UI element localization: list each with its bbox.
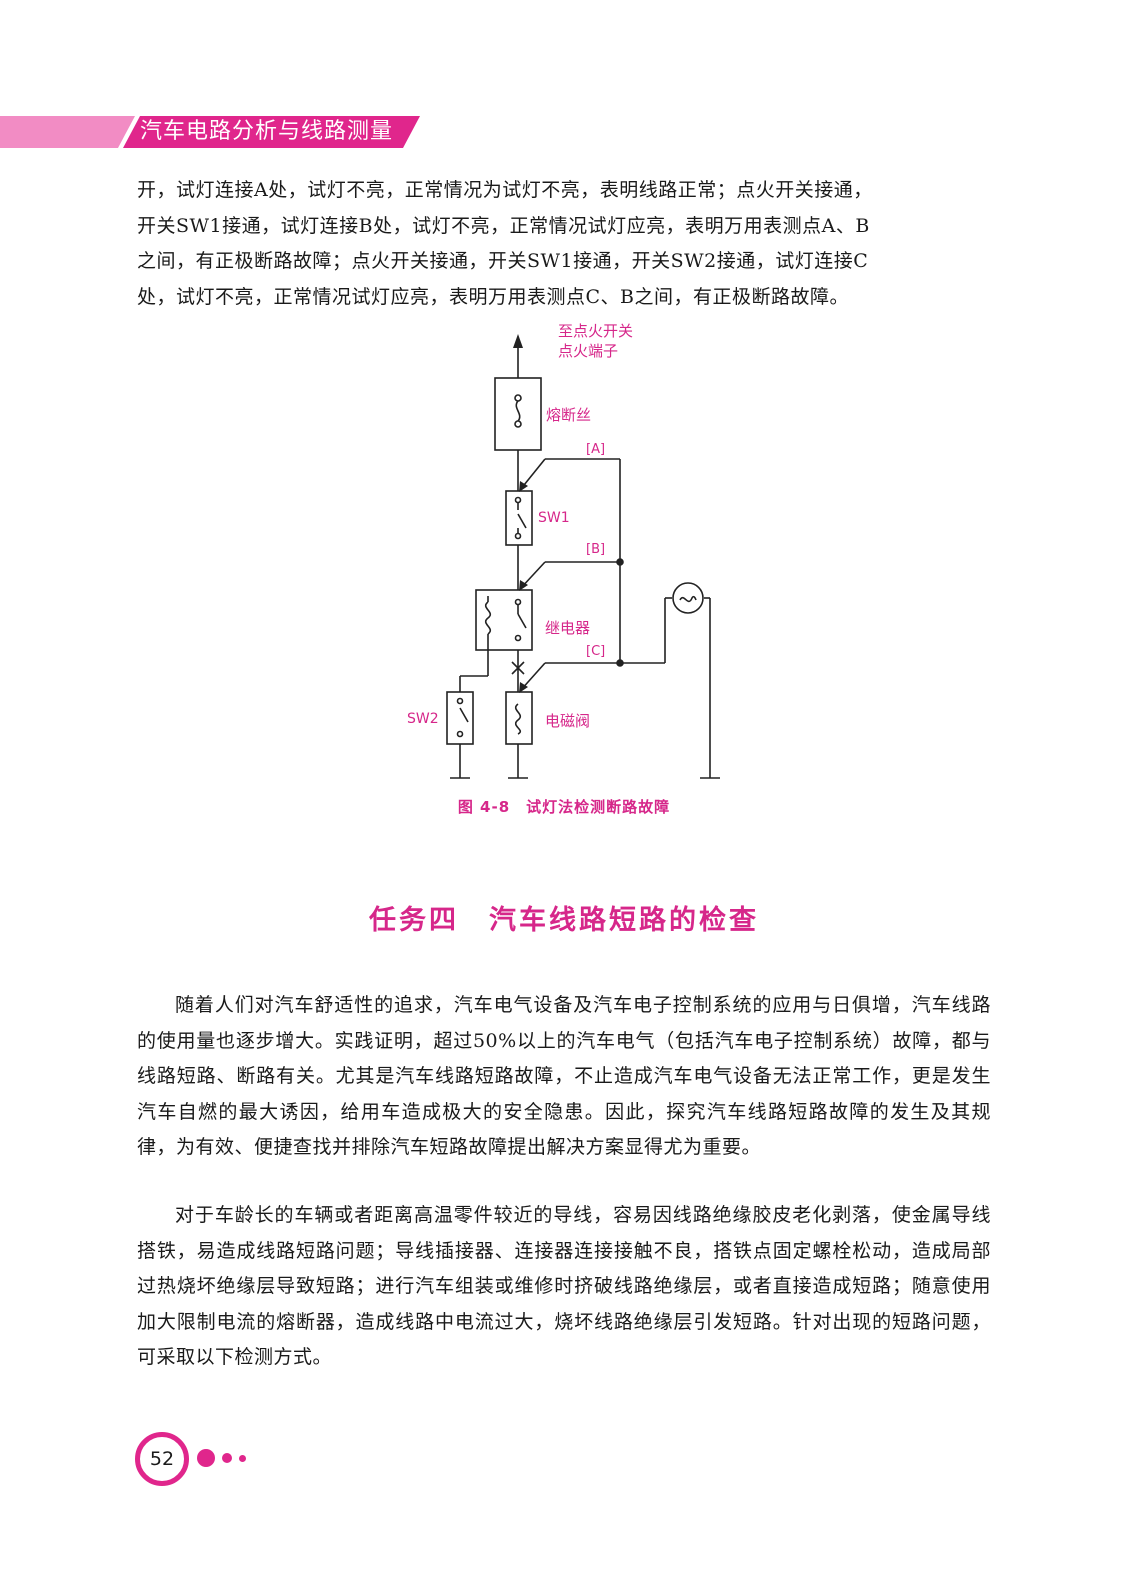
running-header-band	[0, 116, 420, 148]
decorative-dot-small	[239, 1455, 246, 1462]
label-solenoid-valve: 电磁阀	[545, 712, 591, 730]
page-number-badge: 52	[135, 1432, 255, 1488]
running-header-title: 汽车电路分析与线路测量	[140, 119, 394, 144]
decorative-dot-large	[197, 1449, 215, 1467]
paragraph-line: 处，试灯不亮，正常情况试灯应亮，表明万用表测点C、B之间，有正极断路故障。	[137, 285, 850, 308]
paragraph-intro: 随着人们对汽车舒适性的追求，汽车电气设备及汽车电子控制系统的应用与日俱增，汽车线…	[137, 994, 991, 1158]
label-sw2: SW2	[407, 711, 439, 727]
label-point-c: [C]	[586, 644, 606, 659]
label-ignition-switch: 至点火开关	[558, 322, 634, 340]
label-sw1: SW1	[538, 510, 570, 526]
paragraph-line: 开关SW1接通，试灯连接B处，试灯不亮，正常情况试灯应亮，表明万用表测点A、B	[137, 214, 870, 237]
figure-caption: 图 4-8 试灯法检测断路故障	[457, 798, 671, 816]
paragraph-causes: 对于车龄长的车辆或者距离高温零件较近的导线，容易因线路绝缘胶皮老化剥落，使金属导…	[137, 1204, 991, 1368]
decorative-dot-medium	[222, 1453, 232, 1463]
paragraph-continuation: 开，试灯连接A处，试灯不亮，正常情况为试灯不亮，表明线路正常；点火开关接通， 开…	[137, 173, 991, 315]
paragraph-line: 之间，有正极断路故障；点火开关接通，开关SW1接通，开关SW2接通，试灯连接C	[137, 250, 869, 272]
page-number: 52	[135, 1432, 189, 1486]
label-point-a: [A]	[586, 442, 606, 457]
label-fuse: 熔断丝	[546, 406, 592, 424]
paragraph-line: 开，试灯连接A处，试灯不亮，正常情况为试灯不亮，表明线路正常；点火开关接通，	[137, 179, 873, 201]
circuit-diagram: 至点火开关 点火端子 熔断丝 [A] SW1 [B] 继电器 [C] SW2 电…	[380, 318, 740, 793]
label-ignition-terminal: 点火端子	[558, 342, 619, 360]
label-point-b: [B]	[586, 542, 606, 557]
section-title: 任务四 汽车线路短路的检查	[369, 905, 759, 936]
label-relay: 继电器	[545, 619, 591, 637]
